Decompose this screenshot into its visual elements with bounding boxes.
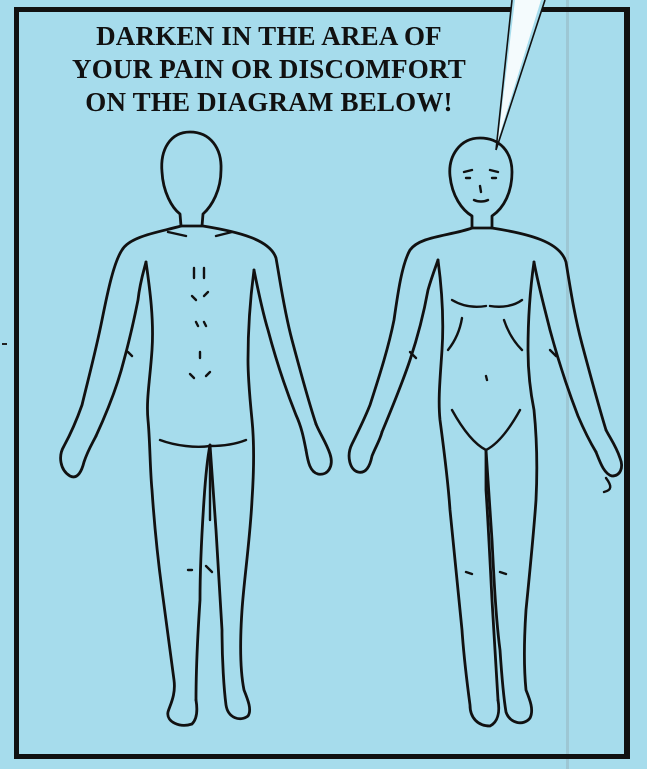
body-outline-back[interactable] (61, 132, 332, 725)
body-outline-front[interactable] (349, 138, 621, 726)
